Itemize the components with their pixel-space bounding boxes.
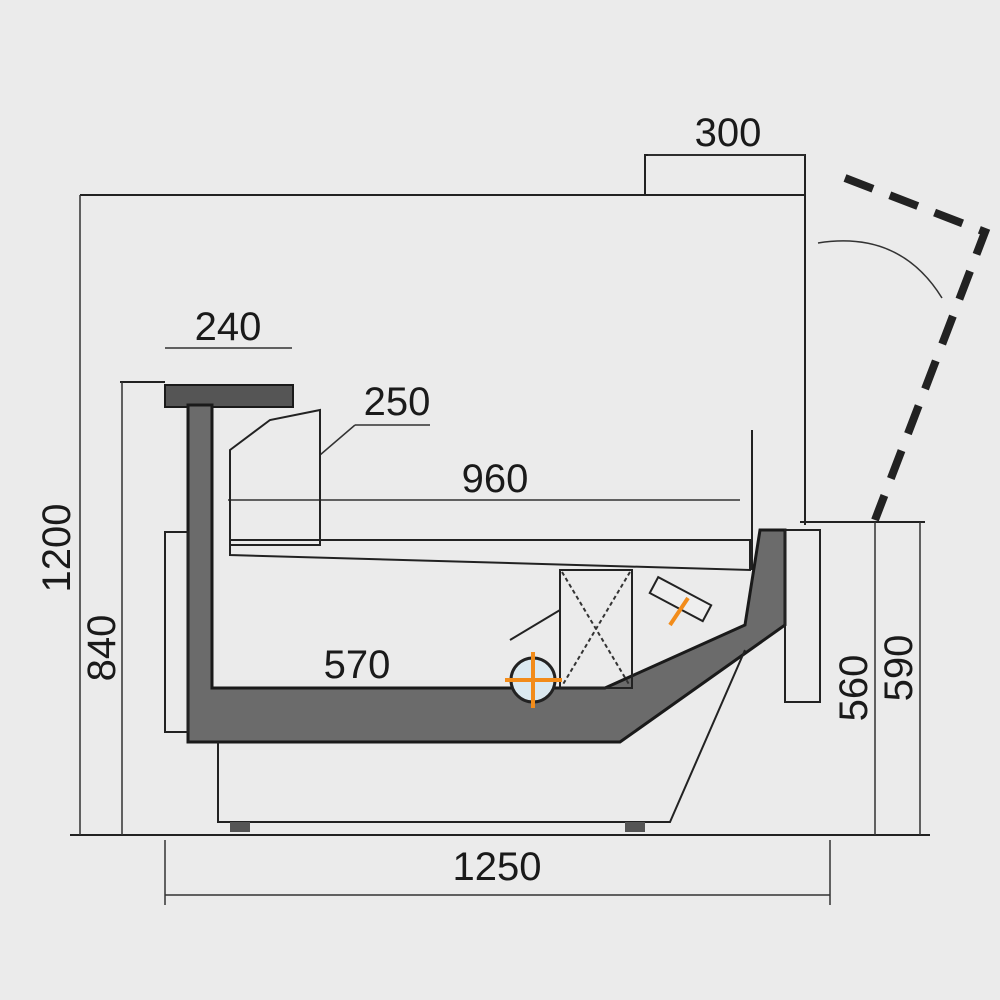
outline-lines xyxy=(70,154,930,836)
dim-total-height: 1200 xyxy=(35,504,79,593)
dim-shelf-offset: 250 xyxy=(364,380,431,424)
dim-inner-depth: 570 xyxy=(324,643,391,687)
dim-total-depth: 1250 xyxy=(453,845,542,889)
dim-display-depth: 960 xyxy=(462,457,529,501)
dim-counter-height: 840 xyxy=(80,615,124,682)
top-shelf xyxy=(164,384,294,408)
dim-canopy-depth: 300 xyxy=(695,111,762,155)
dim-rear-height-inner: 560 xyxy=(832,655,876,722)
dim-rear-height-outer: 590 xyxy=(877,635,921,702)
dimension-lines xyxy=(79,154,921,905)
dim-top-shelf-depth: 240 xyxy=(195,305,262,349)
rear-door-swing xyxy=(817,174,991,522)
case-body xyxy=(186,403,787,744)
